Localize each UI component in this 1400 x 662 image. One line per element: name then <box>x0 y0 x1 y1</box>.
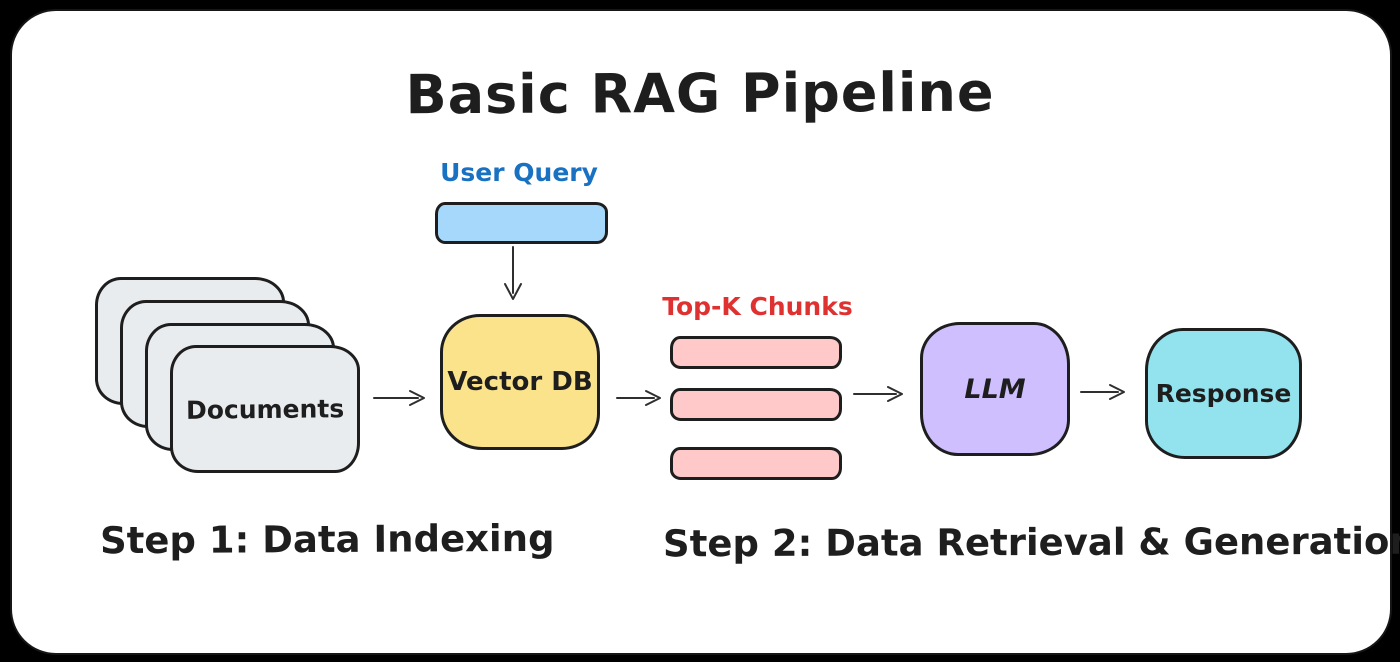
llm-label: LLM <box>964 373 1026 405</box>
chunk-bar <box>670 336 842 369</box>
arrow-right-icon <box>853 382 911 410</box>
response-label: Response <box>1155 379 1292 408</box>
documents-label: Documents <box>185 393 345 425</box>
vector-db-label: Vector DB <box>447 367 593 397</box>
top-k-chunks-label: Top-K Chunks <box>662 292 853 321</box>
document-card-front: Documents <box>170 345 360 473</box>
documents-stack: Documents <box>95 277 361 474</box>
arrow-right-icon <box>373 387 433 413</box>
user-query-box <box>435 202 608 244</box>
user-query-label: User Query <box>440 158 598 187</box>
llm-node: LLM <box>920 322 1070 456</box>
diagram-title: Basic RAG Pipeline <box>405 60 995 127</box>
arrow-down-icon <box>500 246 526 312</box>
step-2-label: Step 2: Data Retrieval & Generation <box>662 519 1400 566</box>
arrow-right-icon <box>616 387 668 413</box>
arrow-right-icon <box>1080 380 1132 408</box>
vector-db-node: Vector DB <box>440 314 600 450</box>
chunk-bar <box>670 447 842 480</box>
step-1-label: Step 1: Data Indexing <box>99 516 555 563</box>
response-node: Response <box>1145 328 1302 459</box>
chunk-bar <box>670 388 842 421</box>
